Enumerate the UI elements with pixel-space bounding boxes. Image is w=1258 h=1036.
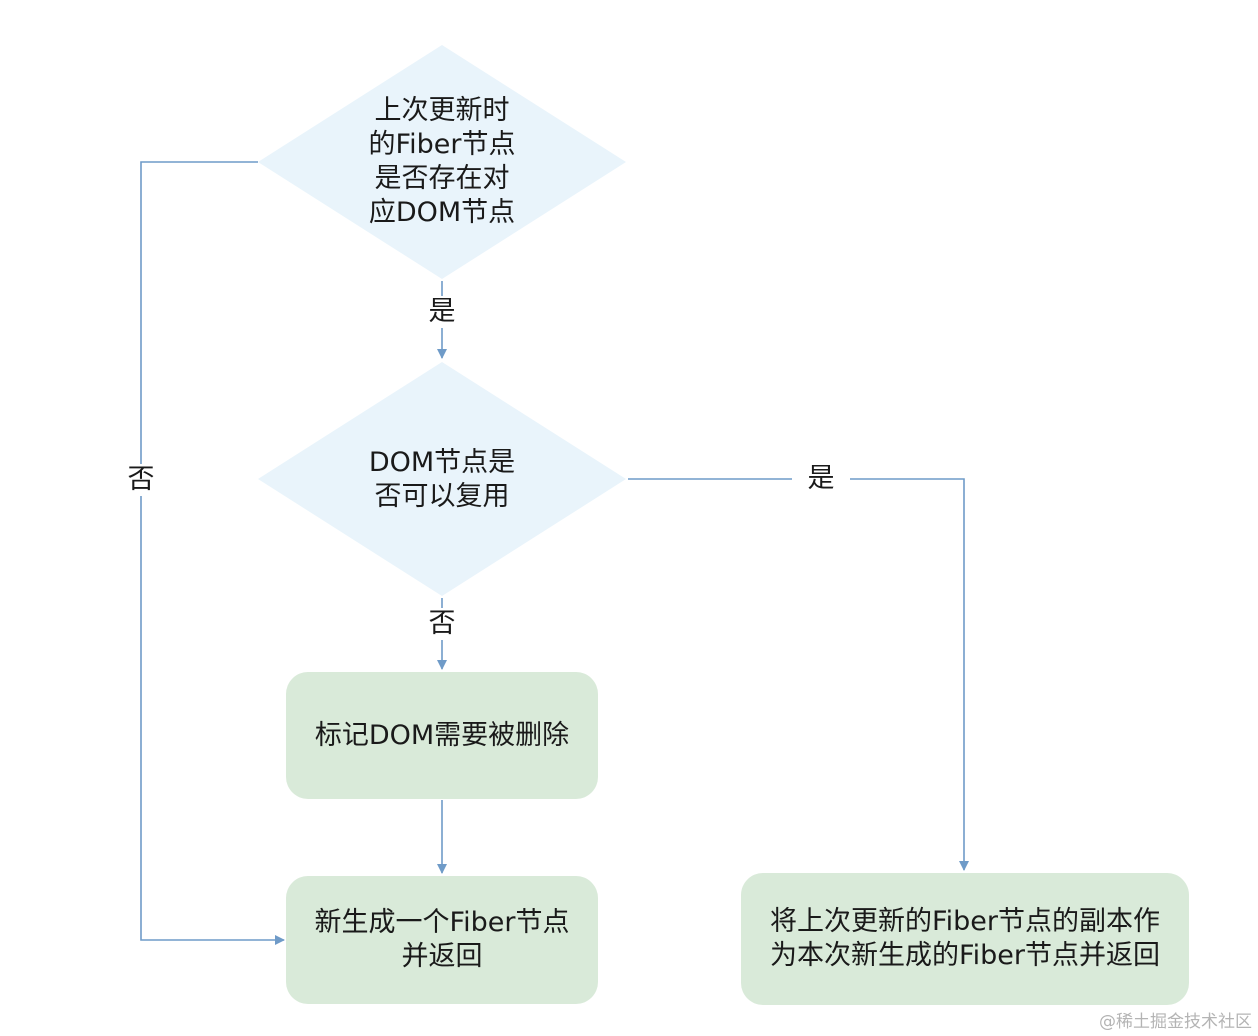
edge-label-fiber-exists-yes: 是 xyxy=(421,296,463,328)
process-mark-delete-label: 标记DOM需要被删除 xyxy=(286,672,598,799)
edge-dom-reusable-yes xyxy=(628,478,969,871)
edge-label-dom-reusable-no: 否 xyxy=(421,608,463,640)
decision-fiber-exists-line: 应DOM节点 xyxy=(368,197,516,228)
watermark-text: @稀土掘金技术社区 xyxy=(1099,1012,1252,1032)
decision-dom-reusable-label: DOM节点是 否可以复用 xyxy=(318,444,566,516)
process-new-fiber-line: 新生成一个Fiber节点 xyxy=(314,907,570,938)
edge-label-fiber-exists-no: 否 xyxy=(120,464,162,496)
decision-fiber-exists-shape xyxy=(258,45,626,279)
process-clone-fiber-line: 将上次更新的Fiber节点的副本作 xyxy=(770,906,1160,937)
process-clone-fiber-line: 为本次新生成的Fiber节点并返回 xyxy=(770,940,1160,971)
process-mark-delete-shape xyxy=(286,672,598,799)
process-new-fiber-shape xyxy=(286,876,598,1004)
process-mark-delete-text: 标记DOM需要被删除 xyxy=(314,719,570,751)
decision-fiber-exists-label: 上次更新时 的Fiber节点 是否存在对 应DOM节点 xyxy=(318,92,566,232)
decision-fiber-exists-line: 的Fiber节点 xyxy=(368,129,516,160)
decision-dom-reusable-line: 否可以复用 xyxy=(374,481,510,512)
edge-label-dom-reusable-yes: 是 xyxy=(792,463,850,495)
decision-dom-reusable-shape xyxy=(258,362,626,596)
process-clone-fiber-shape xyxy=(741,873,1189,1005)
decision-fiber-exists-line: 是否存在对 xyxy=(374,163,510,194)
process-new-fiber-line: 并返回 xyxy=(401,941,483,972)
edge-fiber-exists-no xyxy=(140,161,285,945)
process-new-fiber-label: 新生成一个Fiber节点 并返回 xyxy=(286,876,598,1004)
decision-fiber-exists-line: 上次更新时 xyxy=(374,95,510,126)
process-clone-fiber-label: 将上次更新的Fiber节点的副本作 为本次新生成的Fiber节点并返回 xyxy=(741,873,1189,1005)
decision-dom-reusable-line: DOM节点是 xyxy=(368,447,516,478)
